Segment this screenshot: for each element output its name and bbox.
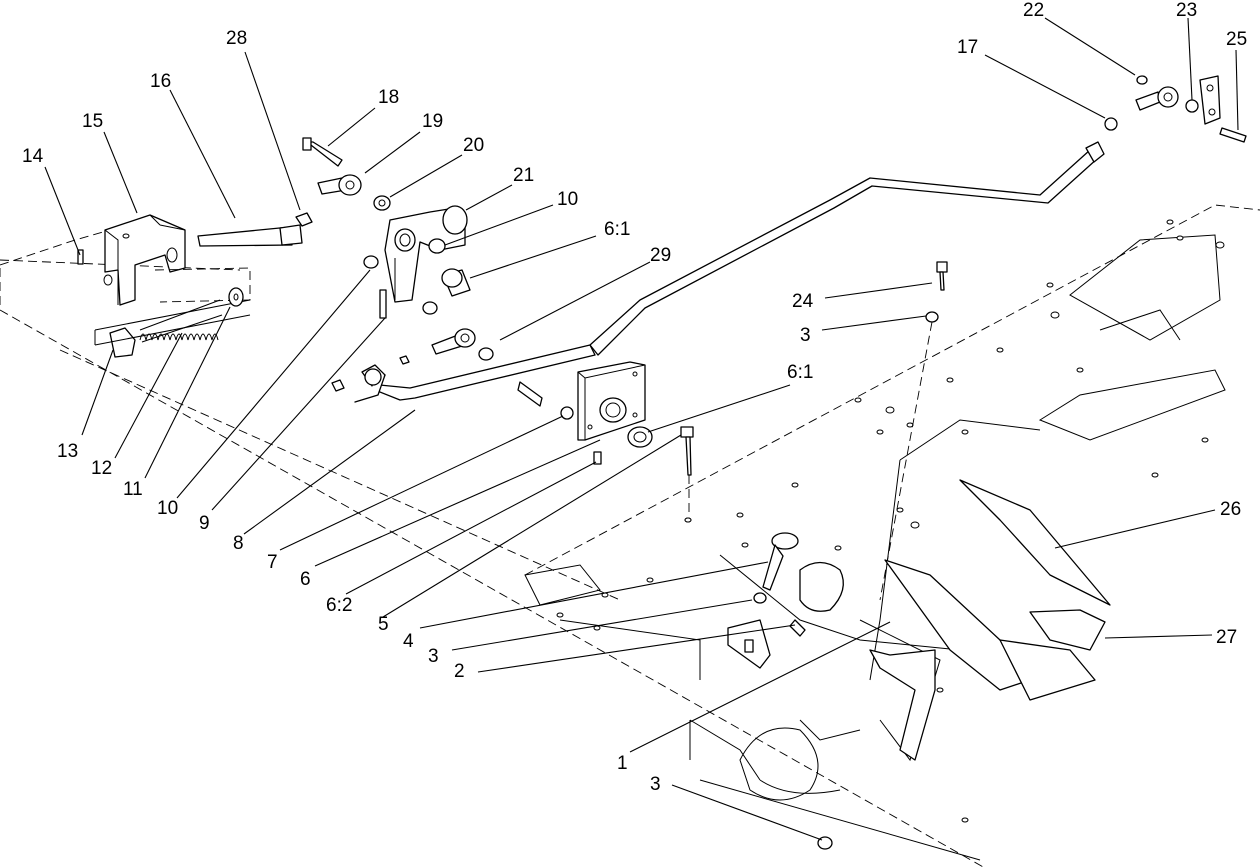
rod-end-19: [317, 174, 362, 196]
shift-rod-29: [589, 141, 1105, 356]
callout-10-top: 10: [557, 189, 578, 210]
callout-13: 13: [57, 441, 78, 462]
pin-14: [77, 249, 84, 265]
knob-4: [753, 532, 799, 604]
nut-7: [560, 406, 574, 420]
bolt-5: [680, 426, 694, 523]
callout-23: 23: [1176, 0, 1197, 21]
lever-8: [331, 344, 596, 403]
callout-28: 28: [226, 28, 247, 49]
callout-19: 19: [422, 111, 443, 132]
pedal-bracket: [799, 561, 936, 761]
callout-24: 24: [792, 291, 814, 312]
callout-21: 21: [513, 165, 534, 186]
callout-3-top: 3: [800, 325, 811, 346]
fitting-62: [593, 451, 602, 465]
frame: [0, 204, 1260, 868]
rod-end-lower: [431, 328, 543, 407]
bracket-lower: [727, 619, 806, 669]
callout-9: 9: [199, 513, 210, 534]
bolt-18: [302, 137, 343, 167]
callout-8: 8: [233, 533, 244, 554]
rod-16: [197, 224, 303, 247]
callout-1: 1: [617, 753, 628, 774]
callout-16: 16: [150, 71, 171, 92]
callout-26: 26: [1220, 499, 1241, 520]
bracket-15: [0, 214, 251, 310]
bushing-61: [441, 268, 471, 297]
bushing-61b: [627, 426, 653, 448]
callout-11: 11: [123, 479, 143, 500]
callout-6-1-top: 6:1: [604, 219, 630, 240]
callout-3-bottom: 3: [650, 774, 661, 795]
nut-10: [363, 238, 446, 269]
pedal-27: [1029, 609, 1106, 651]
callout-3-mid: 3: [428, 646, 439, 667]
callout-15: 15: [82, 111, 103, 132]
washer-20: [373, 195, 391, 211]
callout-6-1-mid: 6:1: [787, 362, 813, 383]
nut-28: [295, 212, 313, 227]
callout-29: 29: [650, 245, 671, 266]
callout-20: 20: [463, 135, 484, 156]
spring-12: [94, 299, 251, 358]
rod-end-right: [1104, 75, 1247, 143]
bolt-24: [879, 261, 948, 601]
frame-holes: [556, 219, 1225, 823]
callout-labels: 14 15 16 28 18 19 20 21 10 6:1 29 22 23 …: [22, 0, 1247, 795]
callout-4: 4: [403, 631, 414, 652]
callout-2: 2: [454, 661, 465, 682]
callout-18: 18: [378, 87, 399, 108]
callout-12: 12: [91, 458, 112, 479]
pin-9: [379, 289, 387, 319]
callout-5: 5: [378, 614, 389, 635]
callout-10-bottom: 10: [157, 498, 178, 519]
leader-lines: [44, 17, 1239, 841]
plate-6: [577, 361, 646, 441]
washer-11: [228, 287, 244, 307]
pedal-26: [959, 479, 1111, 606]
callout-6: 6: [300, 569, 311, 590]
callout-22: 22: [1023, 0, 1044, 21]
callout-6-2: 6:2: [326, 595, 352, 616]
callout-25: 25: [1226, 29, 1247, 50]
callout-14: 14: [22, 146, 44, 167]
callout-27: 27: [1216, 627, 1237, 648]
washer-29: [422, 301, 494, 361]
pedal-1: [884, 559, 1096, 701]
callout-7: 7: [267, 552, 278, 573]
callout-17: 17: [957, 37, 978, 58]
